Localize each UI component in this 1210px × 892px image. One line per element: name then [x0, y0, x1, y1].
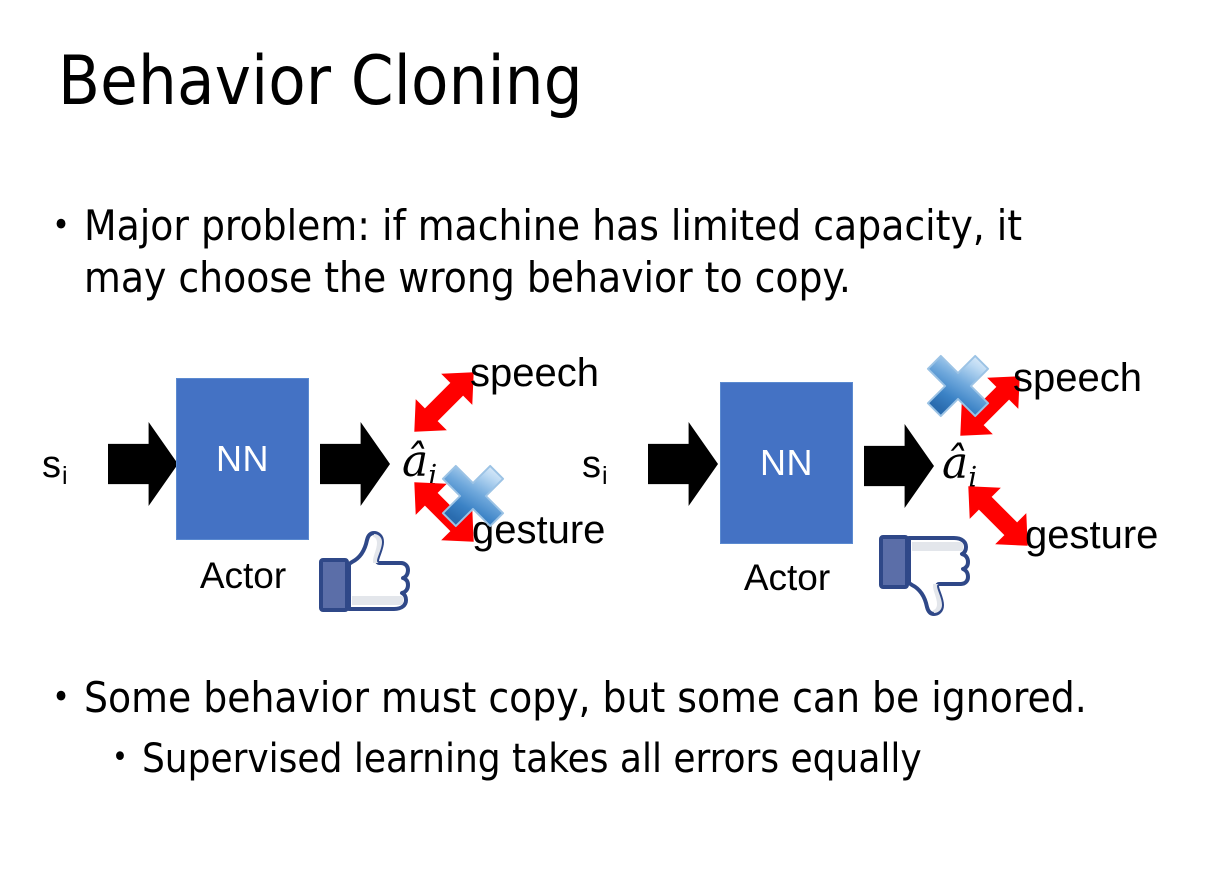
cross-out-icon-gesture-left: [441, 464, 505, 528]
action-symbol: â: [942, 438, 969, 489]
action-subscript: i: [428, 458, 438, 492]
bullet-text-second: Some behavior must copy, but some can be…: [84, 673, 1087, 722]
bullet-item-main: • Major problem: if machine has limited …: [52, 200, 1132, 304]
bullet-marker-icon: •: [52, 205, 71, 245]
branch-label-speech-left: speech: [470, 351, 599, 395]
bullet-text-sub: Supervised learning takes all errors equ…: [141, 736, 922, 782]
branch-label-gesture-right: gesture: [1025, 513, 1159, 557]
actor-caption-left: Actor: [199, 555, 287, 596]
bullet-item-sub: • Supervised learning takes all errors e…: [112, 733, 1172, 785]
nn-box-left: NN: [176, 378, 309, 540]
diagram-left-correct-copy: si NN Actor âi speech gesture: [20, 340, 620, 640]
nn-box-label-left: NN: [216, 438, 269, 479]
output-arrow-right: [864, 424, 934, 508]
cross-out-icon-speech-right: [926, 354, 990, 418]
state-symbol: s: [42, 444, 61, 486]
thumbs-down-icon-right: [879, 535, 970, 616]
input-arrow-left: [108, 422, 178, 506]
bullet-marker-icon: •: [52, 677, 71, 717]
input-arrow-right: [648, 422, 718, 506]
action-output-label-left: âi: [402, 440, 437, 497]
action-symbol: â: [402, 436, 429, 487]
action-subscript: i: [968, 460, 978, 494]
branch-label-speech-right: speech: [1013, 356, 1142, 400]
actor-caption-right: Actor: [743, 557, 831, 598]
state-label-right: si: [582, 446, 608, 495]
state-symbol: s: [582, 444, 601, 486]
bullet-item-second: • Some behavior must copy, but some can …: [52, 672, 1172, 724]
state-subscript: i: [602, 462, 608, 490]
diagram-right-wrong-copy: si NN Actor âi: [570, 340, 1170, 640]
state-label-left: si: [42, 446, 68, 495]
state-subscript: i: [62, 462, 68, 490]
page-title: Behavior Cloning: [58, 42, 583, 121]
bullet-text-main: Major problem: if machine has limited ca…: [84, 201, 1023, 302]
action-output-label-right: âi: [942, 442, 977, 499]
bullet-marker-icon: •: [112, 740, 128, 775]
nn-box-right: NN: [720, 382, 853, 544]
output-arrow-left: [320, 422, 390, 506]
nn-box-label-right: NN: [760, 442, 813, 483]
thumbs-up-icon-left: [319, 531, 410, 612]
